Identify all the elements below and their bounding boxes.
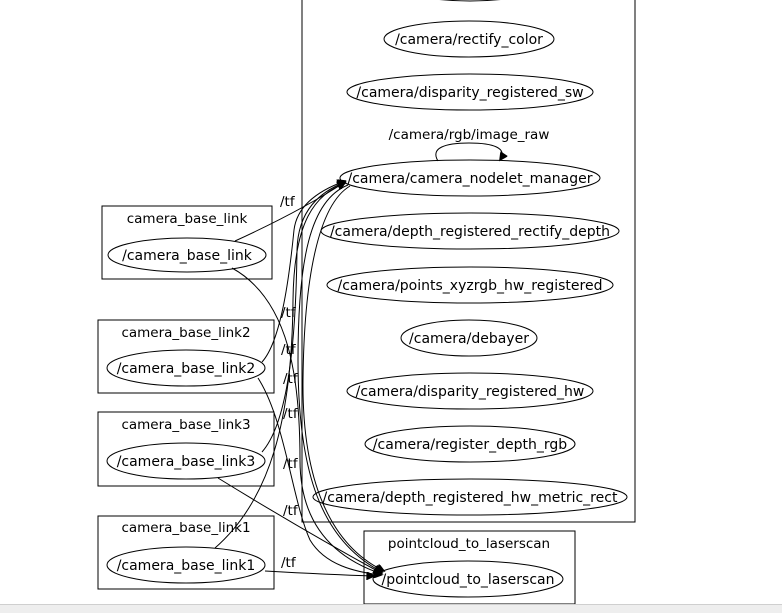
node-depth-registered-rectify-depth[interactable]: /camera/depth_registered_rectify_depth	[320, 212, 620, 250]
edge-label-tf-2: /tf	[281, 305, 297, 321]
cluster-camera-base-link2: camera_base_link2 /camera_base_link2	[97, 319, 275, 394]
edge-manager-to-pointcloud-b	[302, 185, 384, 571]
edge-label-image-raw: /camera/rgb/image_raw	[389, 127, 550, 143]
edge-base-link2-to-manager	[261, 181, 345, 363]
edge-label-tf-1: /tf	[280, 194, 296, 210]
node-label-debayer: /camera/debayer	[409, 331, 529, 347]
edge-base-link3-to-manager	[261, 182, 345, 453]
node-label-camera-base-link1: /camera_base_link1	[117, 558, 256, 574]
node-label-camera-base-link3: /camera_base_link3	[117, 454, 256, 470]
partial-node-top	[439, 0, 501, 2]
node-disparity-registered-hw[interactable]: /camera/disparity_registered_hw	[346, 372, 594, 410]
node-label-disparity-registered-sw: /camera/disparity_registered_sw	[356, 85, 583, 101]
edge-manager-to-pointcloud-a	[297, 184, 382, 572]
edge-self-loop	[435, 142, 502, 161]
node-label-rectify-color: /camera/rectify_color	[395, 32, 543, 48]
edge-base-link1-to-pointcloud	[264, 570, 374, 576]
node-camera-nodelet-manager[interactable]: /camera/camera_nodelet_manager	[339, 159, 601, 197]
edge-label-tf-5: /tf	[283, 406, 299, 422]
edge-label-tf-8: /tf	[281, 555, 297, 571]
edge-base-link1-to-manager	[214, 183, 345, 549]
node-debayer[interactable]: /camera/debayer	[400, 319, 538, 357]
node-camera-base-link3[interactable]	[106, 442, 266, 480]
node-label-disparity-registered-hw: /camera/disparity_registered_hw	[356, 384, 585, 400]
node-label-camera-nodelet-manager: /camera/camera_nodelet_manager	[347, 171, 592, 187]
node-camera-base-link1[interactable]	[106, 546, 266, 584]
edge-base-link3-to-pointcloud	[217, 477, 381, 573]
node-depth-registered-hw-metric-rect[interactable]: /camera/depth_registered_hw_metric_rect	[312, 478, 628, 516]
camera-cluster-box	[301, 0, 636, 523]
node-register-depth-rgb[interactable]: /camera/register_depth_rgb	[364, 425, 576, 463]
node-label-depth-registered-hw-metric-rect: /camera/depth_registered_hw_metric_rect	[323, 490, 618, 506]
cluster-pointcloud-to-laserscan: pointcloud_to_laserscan /pointcloud_to_l…	[363, 530, 576, 604]
cluster-label-camera-base-link2: camera_base_link2	[121, 325, 250, 341]
node-label-depth-registered-rectify-depth: /camera/depth_registered_rectify_depth	[330, 224, 610, 240]
edge-label-tf-6: /tf	[283, 456, 299, 472]
node-camera-base-link2[interactable]	[106, 349, 266, 387]
edge-base-link2-to-pointcloud	[257, 377, 381, 575]
node-label-pointcloud-to-laserscan: /pointcloud_to_laserscan	[382, 572, 555, 588]
node-label-camera-base-link2: /camera_base_link2	[117, 361, 256, 377]
edge-label-tf-3: /tf	[281, 342, 297, 358]
cluster-camera-base-link1: camera_base_link1 /camera_base_link1	[97, 515, 275, 590]
cluster-camera-base-link3: camera_base_link3 /camera_base_link3	[97, 411, 275, 487]
edge-label-tf-4: /tf	[283, 371, 299, 387]
edge-label-tf-7: /tf	[283, 503, 299, 519]
node-rectify-color[interactable]: /camera/rectify_color	[383, 20, 555, 58]
node-label-camera-base-link: /camera_base_link	[122, 248, 253, 264]
node-disparity-registered-sw[interactable]: /camera/disparity_registered_sw	[346, 73, 594, 111]
node-label-points-xyzrgb-hw-registered: /camera/points_xyzrgb_hw_registered	[337, 278, 602, 294]
node-points-xyzrgb-hw-registered[interactable]: /camera/points_xyzrgb_hw_registered	[326, 266, 614, 304]
edge-base-link-to-manager	[234, 182, 345, 242]
cluster-label-pointcloud-to-laserscan: pointcloud_to_laserscan	[388, 536, 550, 552]
cluster-label-camera-base-link: camera_base_link	[127, 211, 248, 227]
cluster-camera-base-link: camera_base_link /camera_base_link	[101, 205, 273, 280]
edge-base-link-to-pointcloud	[231, 267, 382, 574]
node-camera-base-link[interactable]	[107, 237, 267, 273]
cluster-label-camera-base-link1: camera_base_link1	[121, 520, 250, 536]
node-label-register-depth-rgb: /camera/register_depth_rgb	[373, 437, 567, 453]
status-bar	[0, 604, 782, 613]
cluster-label-camera-base-link3: camera_base_link3	[121, 417, 250, 433]
